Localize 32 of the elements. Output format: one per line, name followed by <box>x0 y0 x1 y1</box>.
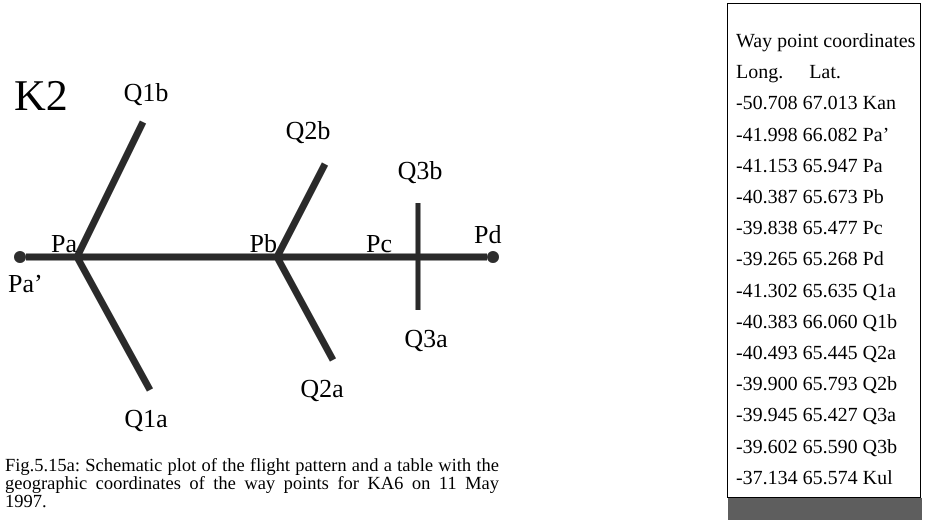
table-row-text: -50.708 67.013 Kan <box>736 91 897 116</box>
table-row-text: -40.493 65.445 Q2a <box>736 341 897 366</box>
flight-track-line <box>26 254 77 260</box>
table-row-text: -39.602 65.590 Q3b <box>736 434 898 460</box>
table-row-text: -39.900 65.793 Q2b <box>736 372 898 398</box>
waypoint-label: Pb <box>230 226 277 257</box>
waypoint-label: Q1a <box>114 390 178 432</box>
column-header: Lat. <box>809 60 841 86</box>
table-row-text: -39.945 65.427 Q3a <box>736 403 897 428</box>
waypoint-label: Pc <box>366 230 418 257</box>
figure-caption: Fig.5.15a: Schematic plot of the flight pattern and a table with the geographic coordinates of the way points for KA6 on 11 May 1997. <box>5 457 499 511</box>
waypoint-label: Q3a <box>393 310 459 352</box>
table-row-text: -39.838 65.477 Pc <box>736 216 884 242</box>
waypoint-label: Pd <box>474 222 502 248</box>
waypoint-label: Q2b <box>275 118 341 164</box>
table-title: Way point coordinates <box>736 29 916 54</box>
table-row-text: -41.302 65.635 Q1a <box>736 278 897 304</box>
table-row-text: -41.998 66.082 Pa’ <box>736 122 890 148</box>
table-row-text: -40.387 65.673 Pb <box>736 185 885 210</box>
waypoint-label: Pa <box>38 222 77 257</box>
site-label: K2 <box>14 74 68 118</box>
table-row-text: -39.265 65.268 Pd <box>736 247 885 272</box>
waypoint-label: Pa’ <box>8 271 43 297</box>
flight-track-line <box>418 254 487 260</box>
waypoint-label: Q1b <box>114 80 178 122</box>
waypoint-label: Q3b <box>387 158 453 203</box>
table-row-text: -40.383 66.060 Q1b <box>736 310 898 335</box>
coordinate-table <box>727 3 921 498</box>
waypoint-label: Q2a <box>289 360 355 402</box>
table-row-text: -41.153 65.947 Pa <box>736 154 884 179</box>
table-row-text: -37.134 65.574 Kul <box>736 466 894 491</box>
column-header: Long. <box>736 60 784 86</box>
